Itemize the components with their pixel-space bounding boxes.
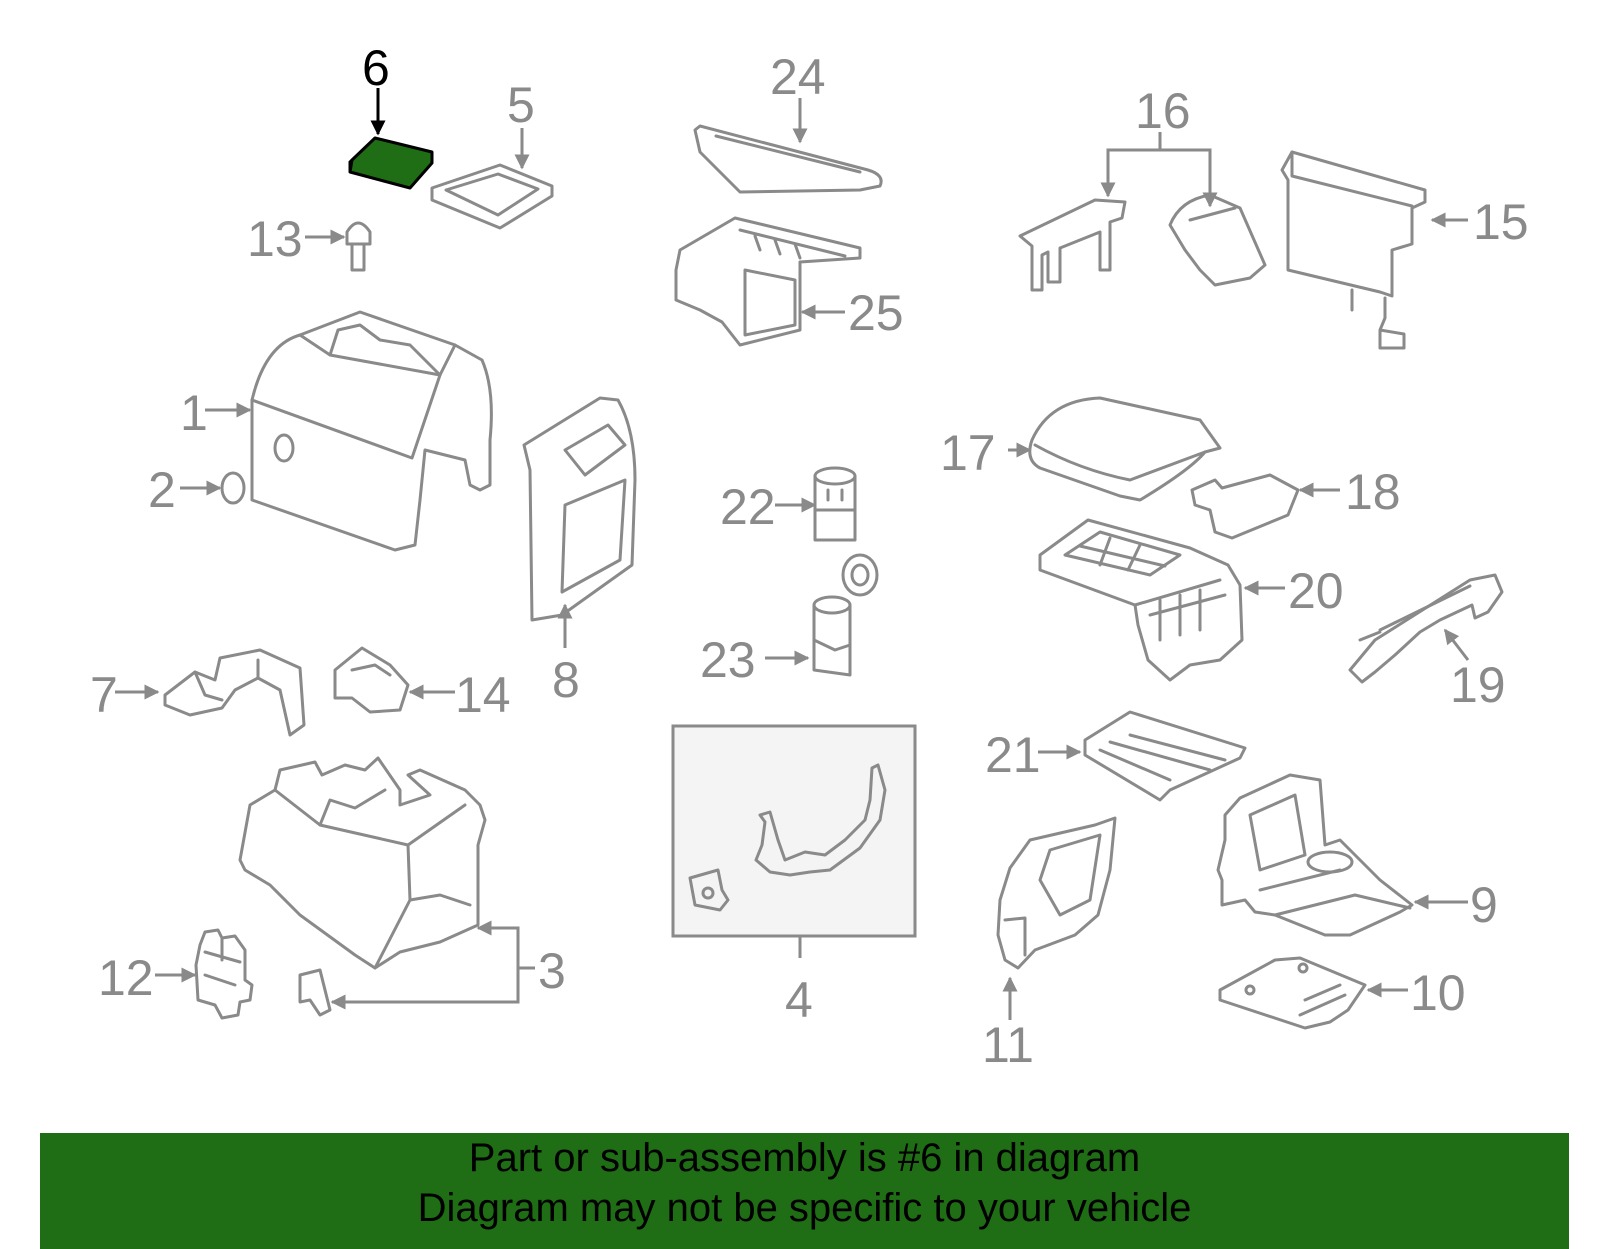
- part-15[interactable]: 15: [1280, 150, 1529, 350]
- part-3[interactable]: 3: [238, 756, 566, 1017]
- part-24[interactable]: 24: [693, 49, 883, 194]
- callout-18: 18: [1345, 464, 1401, 520]
- part-5[interactable]: 5: [430, 77, 554, 230]
- part-10[interactable]: 10: [1218, 956, 1466, 1030]
- callout-21: 21: [985, 727, 1041, 783]
- part-25[interactable]: 25: [674, 216, 904, 347]
- callout-14: 14: [455, 667, 511, 723]
- part-7[interactable]: 7: [90, 648, 306, 737]
- callout-5: 5: [507, 77, 535, 133]
- callout-23: 23: [700, 632, 756, 688]
- callout-3: 3: [538, 943, 566, 999]
- callout-19: 19: [1450, 657, 1506, 713]
- part-20[interactable]: 20: [1038, 518, 1344, 682]
- callout-22: 22: [720, 479, 776, 535]
- banner-line-1: Part or sub-assembly is #6 in diagram: [468, 1136, 1141, 1180]
- part-17[interactable]: 17: [940, 396, 1222, 502]
- part-16[interactable]: 16: [1018, 83, 1267, 292]
- part-4[interactable]: 4: [671, 724, 917, 1028]
- callout-6: 6: [362, 40, 390, 96]
- callout-20: 20: [1288, 563, 1344, 619]
- callout-8: 8: [552, 652, 580, 708]
- callout-15: 15: [1473, 194, 1529, 250]
- callout-4: 4: [785, 972, 813, 1028]
- callout-9: 9: [1470, 877, 1498, 933]
- part-21[interactable]: 21: [985, 710, 1247, 802]
- part-18[interactable]: 18: [1190, 464, 1401, 540]
- callout-12: 12: [98, 950, 154, 1006]
- part-12[interactable]: 12: [98, 928, 254, 1020]
- callout-24: 24: [770, 49, 826, 105]
- callout-16: 16: [1135, 83, 1191, 139]
- callout-25: 25: [848, 285, 904, 341]
- part-22[interactable]: 22: [720, 466, 857, 542]
- callout-11: 11: [982, 1017, 1034, 1073]
- callout-7: 7: [90, 667, 118, 723]
- part-14[interactable]: 14: [333, 646, 511, 723]
- part-1[interactable]: 1: [180, 310, 493, 552]
- part-19[interactable]: 19: [1348, 573, 1506, 713]
- callout-10: 10: [1410, 965, 1466, 1021]
- banner-line-2: Diagram may not be specific to your vehi…: [417, 1186, 1192, 1230]
- callout-1: 1: [180, 385, 208, 441]
- part-13[interactable]: 13: [247, 211, 372, 272]
- part-9[interactable]: 9: [1216, 773, 1498, 937]
- callout-2: 2: [148, 462, 176, 518]
- callout-13: 13: [247, 211, 303, 267]
- callout-17: 17: [940, 425, 996, 481]
- part-23[interactable]: 23: [700, 553, 879, 688]
- part-11[interactable]: 11: [982, 816, 1117, 1073]
- part-8[interactable]: 8: [522, 396, 637, 708]
- part-6-highlighted[interactable]: 6: [348, 40, 434, 190]
- info-banner: Part or sub-assembly is #6 in diagram Di…: [40, 1133, 1569, 1249]
- part-2[interactable]: 2: [148, 462, 246, 518]
